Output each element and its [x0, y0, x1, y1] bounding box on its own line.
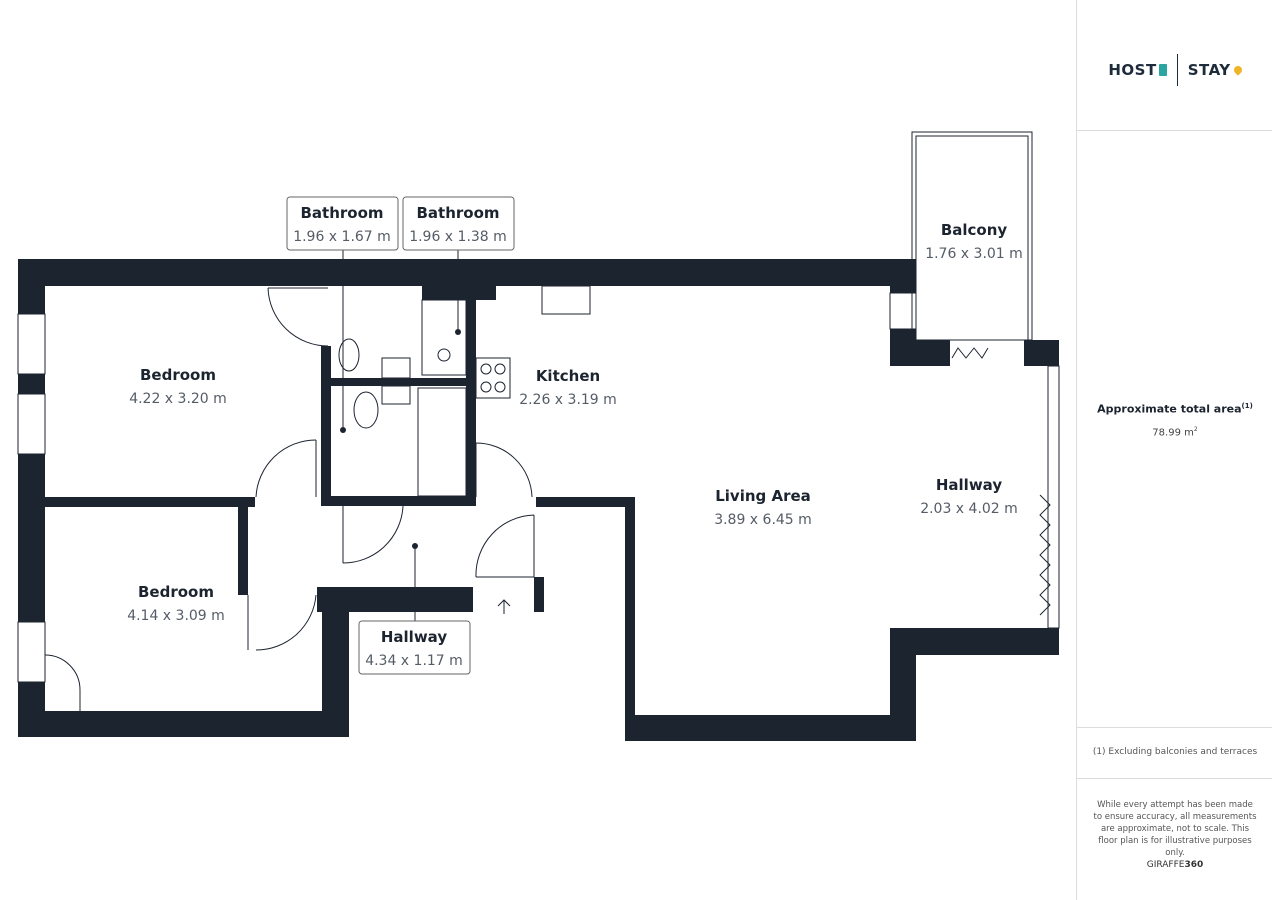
- room-name-bedroom-1: Bedroom: [140, 366, 216, 384]
- room-labels: Bathroom 1.96 x 1.67 m Bathroom 1.96 x 1…: [127, 204, 1023, 669]
- wall-kitchen-stub: [422, 286, 496, 300]
- window-left-1: [17, 313, 46, 375]
- wall-living-left-top: [536, 497, 635, 507]
- floor-plan: Bathroom 1.96 x 1.67 m Bathroom 1.96 x 1…: [17, 131, 1060, 741]
- wall-corridor-left: [238, 507, 248, 595]
- wall-bathroom-left: [331, 378, 471, 386]
- location-pin-icon: [1231, 64, 1244, 76]
- hob-icon: [475, 357, 511, 399]
- room-dims-kitchen: 2.26 x 3.19 m: [519, 392, 617, 408]
- room-dims-living-area: 3.89 x 6.45 m: [714, 512, 812, 528]
- logo-left-text: HOST: [1108, 61, 1157, 79]
- basin2-icon: [381, 385, 411, 405]
- giraffe360-credit: GIRAFFE360: [1146, 860, 1204, 870]
- room-dims-bedroom-2: 4.14 x 3.09 m: [127, 608, 225, 624]
- room-name-bathroom-1: Bathroom: [300, 204, 383, 222]
- footnote-section: (1) Excluding balconies and terraces: [1077, 727, 1272, 779]
- room-dims-bedroom-1: 4.22 x 3.20 m: [129, 391, 227, 407]
- area-note-ref: (1): [1241, 402, 1253, 410]
- room-name-hallway-1: Hallway: [936, 476, 1002, 494]
- wall-top: [18, 259, 916, 286]
- toilet2-icon: [353, 391, 379, 429]
- room-name-hallway-2: Hallway: [381, 628, 447, 646]
- area-label: Approximate total area(1): [1097, 402, 1253, 416]
- label-boxes: [286, 196, 515, 675]
- wall-bathroom-bottom: [331, 496, 476, 506]
- logo-badge-icon: [1158, 64, 1167, 76]
- wall-bottom-left: [18, 711, 349, 737]
- wall-hallway-bottom: [317, 587, 473, 612]
- wall-balcony-right: [1024, 340, 1059, 366]
- door-swings: [44, 287, 1051, 711]
- window-left-3: [17, 621, 46, 683]
- room-dims-hallway-1: 2.03 x 4.02 m: [920, 501, 1018, 517]
- room-name-kitchen: Kitchen: [536, 367, 600, 385]
- sidebar: HOST STAY Approximate total area(1) 78.9…: [1076, 0, 1272, 900]
- host-stay-logo: HOST STAY: [1077, 54, 1272, 86]
- logo-area: HOST STAY: [1077, 0, 1272, 131]
- windows: [17, 292, 1060, 683]
- walls: [18, 259, 1059, 741]
- room-name-living-area: Living Area: [715, 487, 811, 505]
- disclaimer-section: While every attempt has been made to ens…: [1077, 778, 1272, 900]
- area-value: 78.99 m2: [1152, 426, 1198, 439]
- wall-living-bottom: [625, 715, 916, 741]
- room-dims-bathroom-1: 1.96 x 1.67 m: [293, 229, 391, 245]
- bath-icon: [417, 387, 467, 497]
- room-name-bathroom-2: Bathroom: [416, 204, 499, 222]
- logo-right-text: STAY: [1187, 61, 1231, 79]
- room-name-bedroom-2: Bedroom: [138, 583, 214, 601]
- window-left-2: [17, 393, 46, 455]
- toilet-icon: [338, 338, 360, 372]
- wall-bathroom-divider: [466, 286, 476, 506]
- entrance-arrow-icon: [497, 599, 511, 614]
- wall-bedroom-divider: [45, 497, 255, 507]
- wall-entry-stub: [534, 577, 544, 612]
- label-dots: [340, 329, 461, 549]
- basin-icon: [381, 357, 411, 379]
- room-dims-balcony: 1.76 x 3.01 m: [925, 246, 1023, 262]
- wall-living-left: [625, 497, 635, 741]
- wall-balcony-left-bottom: [890, 340, 950, 366]
- disclaimer: While every attempt has been made to ens…: [1093, 800, 1257, 858]
- footnote: (1) Excluding balconies and terraces: [1092, 747, 1258, 757]
- wall-bedroom1-right: [321, 346, 331, 506]
- window-right: [1047, 365, 1060, 629]
- fixtures: [338, 285, 591, 497]
- room-dims-bathroom-2: 1.96 x 1.38 m: [409, 229, 507, 245]
- room-name-balcony: Balcony: [941, 221, 1008, 239]
- wall-hallway-bottom-right: [890, 628, 1059, 655]
- logo-divider: [1176, 54, 1178, 86]
- room-dims-hallway-2: 4.34 x 1.17 m: [365, 653, 463, 669]
- balcony-outline: [911, 131, 1033, 341]
- area-section: Approximate total area(1) 78.99 m2: [1077, 130, 1272, 728]
- label-lines: [342, 250, 459, 621]
- kitchen-sink-icon: [541, 285, 591, 315]
- shower-icon: [421, 299, 467, 376]
